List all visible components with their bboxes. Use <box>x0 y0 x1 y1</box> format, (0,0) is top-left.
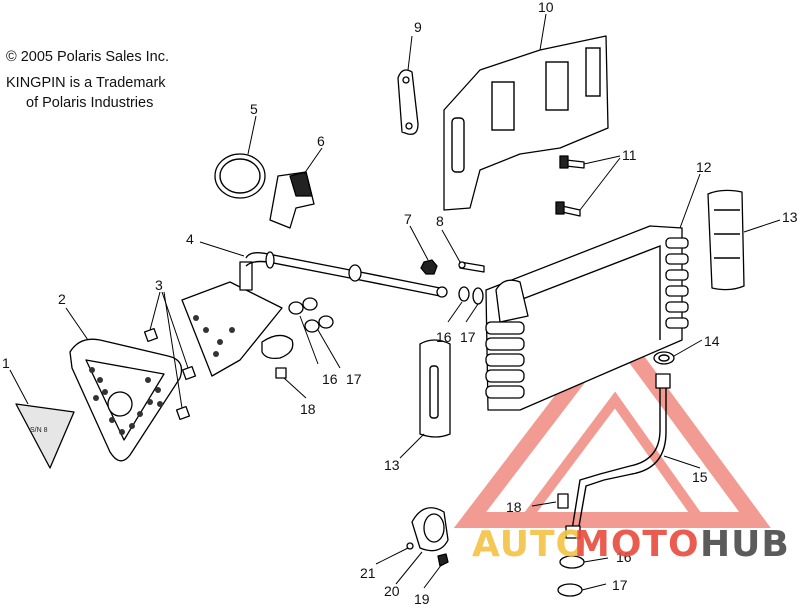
bolt-part <box>458 261 485 273</box>
callout-4: 4 <box>186 231 194 247</box>
callout-21: 21 <box>360 565 376 581</box>
cooler-shield-left-part <box>419 339 451 438</box>
callout-20: 20 <box>384 583 400 599</box>
svg-text:S/N 8: S/N 8 <box>30 427 48 434</box>
shroud-part <box>443 35 609 211</box>
callout-13-left: 13 <box>384 457 400 473</box>
callout-17-lower: 17 <box>612 577 628 593</box>
callout-11: 11 <box>622 147 637 163</box>
o-ring-upper-part <box>288 286 484 333</box>
callout-16-upper: 16 <box>436 329 452 345</box>
front-badge-part: S/N 8 <box>15 403 75 469</box>
oil-line-part <box>565 373 671 539</box>
oil-sender-part <box>406 507 449 567</box>
callout-16-left: 16 <box>322 371 338 387</box>
callout-16-lower: 16 <box>616 549 632 565</box>
cooler-shield-right-part <box>707 189 745 291</box>
callout-17-left: 17 <box>346 371 362 387</box>
oil-cooler-part <box>485 225 689 411</box>
callout-3: 3 <box>155 277 163 293</box>
callout-17-upper: 17 <box>460 329 476 345</box>
trademark-line: KINGPIN is a Trademark <box>6 75 166 91</box>
link-bar-part <box>397 69 419 135</box>
callout-2: 2 <box>58 291 66 307</box>
screw-part <box>555 155 585 217</box>
trademark-owner-line: of Polaris Industries <box>26 95 154 111</box>
callout-9: 9 <box>414 19 422 35</box>
callout-8: 8 <box>436 213 444 229</box>
callout-18-left: 18 <box>300 401 316 417</box>
stud-left-part <box>275 367 287 379</box>
line-clip-part <box>557 493 569 509</box>
callout-15: 15 <box>692 469 708 485</box>
cooler-bracket-tube-part <box>181 251 448 377</box>
callout-10: 10 <box>538 0 554 15</box>
watermark-text: AUTO MOTO HUB <box>472 524 790 565</box>
callout-19: 19 <box>414 591 430 607</box>
washer-part <box>653 351 675 365</box>
copyright-line: © 2005 Polaris Sales Inc. <box>6 49 170 65</box>
callout-7: 7 <box>404 211 412 227</box>
watermark-moto: MOTO <box>574 524 700 565</box>
watermark-hub: HUB <box>700 524 790 565</box>
callout-1: 1 <box>2 355 10 371</box>
leader-lines <box>9 13 781 591</box>
callout-6: 6 <box>317 133 325 149</box>
hose-clamp-part <box>214 153 266 199</box>
clip-bracket-part <box>269 171 315 229</box>
callout-5: 5 <box>250 101 258 117</box>
callout-14: 14 <box>704 333 720 349</box>
grille-clip-part <box>143 327 197 421</box>
callout-13-right: 13 <box>782 209 798 225</box>
callout-18-right: 18 <box>506 499 522 515</box>
watermark-auto: AUTO <box>472 524 587 565</box>
grille-cover-part <box>69 338 183 462</box>
callout-12: 12 <box>696 159 712 175</box>
nut-part <box>420 259 438 275</box>
